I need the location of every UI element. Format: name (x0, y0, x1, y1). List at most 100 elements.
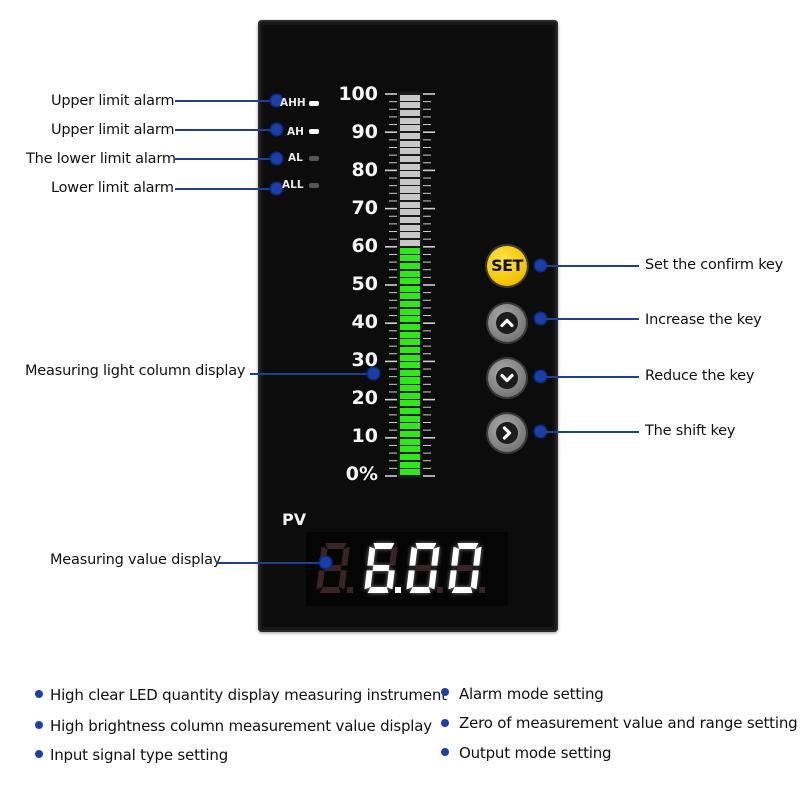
alarm-led-all (309, 183, 319, 188)
light-column-segment (400, 262, 420, 269)
feature-item: Zero of measurement value and range sett… (459, 714, 798, 732)
digit-segment (372, 565, 390, 571)
alarm-led-ahh (309, 101, 319, 106)
feature-item: High clear LED quantity display measurin… (50, 686, 447, 704)
light-column-segment (400, 133, 420, 140)
light-column-segment (400, 247, 420, 254)
decimal-point (347, 587, 353, 593)
light-column-segment (400, 377, 420, 384)
pv-label: PV (282, 510, 307, 529)
light-column-segment (400, 301, 420, 308)
digit-segment (406, 570, 415, 590)
light-column-segment (400, 339, 420, 346)
light-column-segment (400, 408, 420, 415)
light-column-segment (400, 469, 420, 476)
digit-segment (316, 570, 325, 590)
digit-segment (457, 543, 479, 549)
chevron-down-icon (496, 367, 518, 389)
display-callout-dot (320, 557, 331, 568)
light-column-segment (400, 125, 420, 132)
increase-key[interactable] (488, 304, 526, 342)
chevron-right-icon (496, 422, 518, 444)
digit-segment (338, 570, 347, 590)
light-column-segment (400, 331, 420, 338)
digit-segment (428, 570, 437, 590)
alarm-led-al (309, 156, 319, 161)
shift-key-callout: The shift key (645, 423, 736, 439)
light-column-segment (400, 140, 420, 147)
digit-segment (319, 587, 341, 593)
feature-bullet (441, 748, 449, 756)
digit-segment (386, 570, 395, 590)
reduce-key-callout: Reduce the key (645, 368, 755, 384)
light-column-segment (400, 430, 420, 437)
alarm-callout-dot-ah (271, 124, 282, 135)
light-column-segment (400, 163, 420, 170)
digit-segment (409, 546, 418, 566)
light-column-segment (400, 446, 420, 453)
set-key-callout: Set the confirm key (645, 257, 784, 273)
set-key-callout-dot (535, 260, 546, 271)
light-column-segment (400, 354, 420, 361)
light-column-segment (400, 278, 420, 285)
light-column-segment (400, 308, 420, 315)
light-column-segment (400, 239, 420, 246)
alarm-code-ah: AH (287, 126, 304, 138)
feature-bullet (441, 688, 449, 696)
light-column-segment (400, 224, 420, 231)
alarm-callout-line-al (175, 158, 277, 160)
decimal-point (437, 587, 443, 593)
feature-item: High brightness column measurement value… (50, 717, 432, 735)
light-column-segment (400, 155, 420, 162)
shift-key[interactable] (488, 414, 526, 452)
light-column-segment (400, 110, 420, 117)
alarm-callout-al: The lower limit alarm (26, 151, 176, 167)
digit-segment (451, 546, 460, 566)
digit-segment (470, 570, 479, 590)
digit-segment (456, 565, 474, 571)
light-column-segment (400, 324, 420, 331)
digit-segment (367, 587, 389, 593)
light-column-callout: Measuring light column display (25, 363, 246, 379)
light-column-segment (400, 94, 420, 101)
scale-label-40: 40 (351, 311, 378, 333)
light-column-segment (400, 453, 420, 460)
alarm-code-al: AL (288, 152, 303, 164)
digit-segment (431, 546, 440, 566)
alarm-callout-ah: Upper limit alarm (51, 122, 175, 138)
scale-label-60: 60 (351, 235, 378, 257)
set-key[interactable]: SET (487, 246, 527, 286)
light-column-segment (400, 178, 420, 185)
alarm-callout-line-all (175, 188, 277, 190)
digit-segment (373, 543, 395, 549)
decimal-point (479, 587, 485, 593)
shift-key-callout-dot (535, 426, 546, 437)
light-column-segment (400, 117, 420, 124)
light-column-callout-line (250, 373, 374, 375)
digit-segment (325, 543, 347, 549)
digit-segment (473, 546, 482, 566)
alarm-callout-dot-all (271, 183, 282, 194)
digit-segment (364, 570, 373, 590)
scale-label-20: 20 (351, 387, 378, 409)
light-column-segment (400, 209, 420, 216)
light-column-segment (400, 461, 420, 468)
feature-bullet (35, 721, 43, 729)
digit-segment (341, 546, 350, 566)
feature-item: Output mode setting (459, 744, 612, 762)
light-column-segment (400, 415, 420, 422)
scale-label-80: 80 (351, 159, 378, 181)
light-column-segment (400, 232, 420, 239)
light-column-segment (400, 385, 420, 392)
digit-segment (389, 546, 398, 566)
light-column-segment (400, 316, 420, 323)
reduce-key[interactable] (488, 359, 526, 397)
digit-segment (415, 543, 437, 549)
light-column-segment (400, 400, 420, 407)
feature-bullet (35, 690, 43, 698)
alarm-callout-line-ahh (175, 100, 277, 102)
light-column-segment (400, 438, 420, 445)
